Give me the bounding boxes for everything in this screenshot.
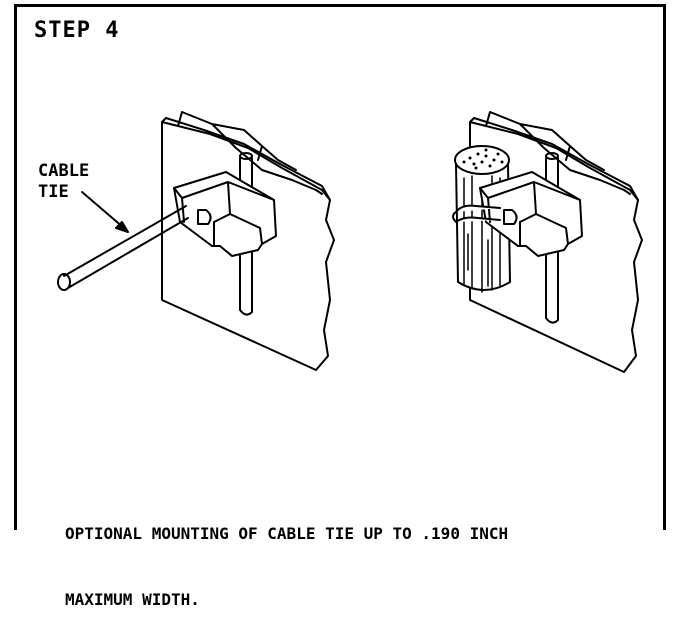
right-assembly — [452, 111, 643, 373]
figure-frame — [14, 4, 666, 530]
caption: OPTIONAL MOUNTING OF CABLE TIE UP TO .19… — [65, 479, 508, 633]
left-cable-tie — [63, 205, 189, 289]
cable-tie-callout: CABLE TIE — [38, 161, 89, 203]
left-rod-top — [239, 152, 253, 160]
left-clamp-block — [173, 171, 277, 257]
left-d-slot — [197, 209, 212, 225]
wire-bundle-dots — [462, 148, 504, 170]
caption-line-1: OPTIONAL MOUNTING OF CABLE TIE UP TO .19… — [65, 524, 509, 543]
left-panel-top-edge — [161, 117, 331, 201]
callout-arrowhead — [115, 221, 129, 233]
right-d-slot — [503, 209, 518, 225]
right-rod-top — [545, 152, 559, 160]
step-title: STEP 4 — [34, 18, 120, 43]
cable-tie-strap — [452, 204, 501, 223]
wire-bundle-top — [454, 145, 510, 175]
callout-line-2: TIE — [38, 182, 69, 202]
left-cable-tie-end — [57, 273, 71, 291]
mounting-illustration — [57, 111, 643, 373]
caption-line-2: MAXIMUM WIDTH. — [65, 590, 200, 609]
left-assembly — [57, 111, 335, 371]
right-clamp-detail — [479, 181, 581, 247]
left-clamp-detail — [173, 181, 275, 247]
right-panel-top-edge — [469, 117, 639, 201]
callout-arrow — [81, 191, 125, 229]
right-clamp-block — [479, 171, 583, 257]
callout-line-1: CABLE — [38, 161, 90, 181]
